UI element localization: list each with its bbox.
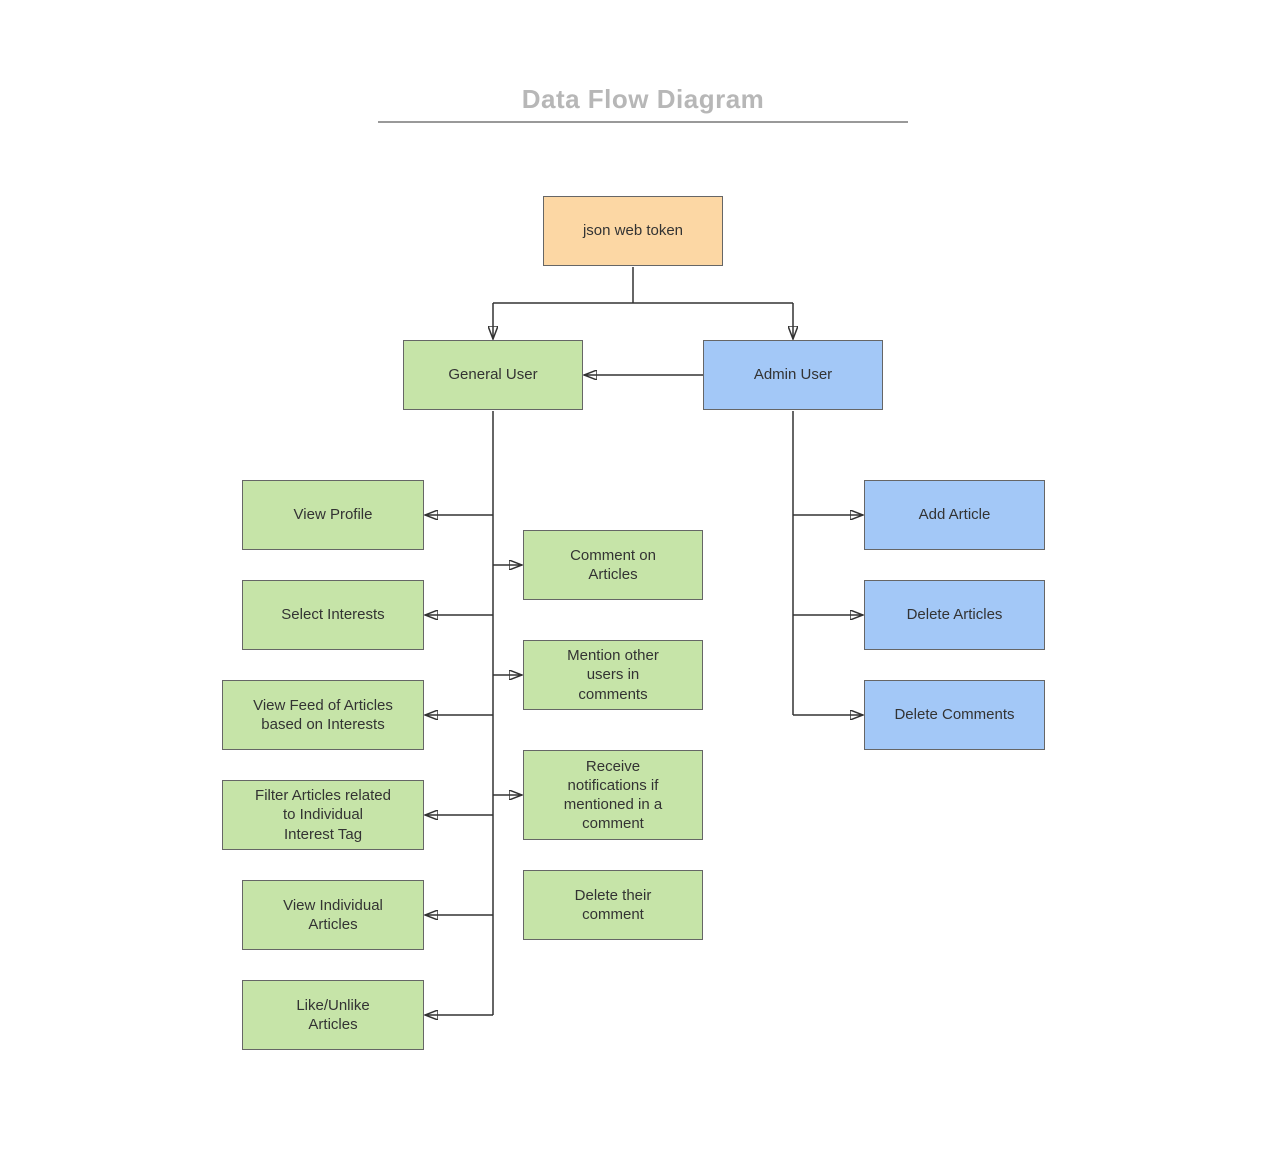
node-receive-notifications: Receive notifications if mentioned in a … xyxy=(523,750,703,840)
node-json-web-token: json web token xyxy=(543,196,723,266)
node-select-interests: Select Interests xyxy=(242,580,424,650)
title-underline xyxy=(378,121,908,123)
node-comment-articles: Comment on Articles xyxy=(523,530,703,600)
page-title: Data Flow Diagram xyxy=(521,84,765,114)
node-view-profile: View Profile xyxy=(242,480,424,550)
node-delete-articles: Delete Articles xyxy=(864,580,1045,650)
node-view-feed: View Feed of Articles based on Interests xyxy=(222,680,424,750)
node-general-user: General User xyxy=(403,340,583,410)
node-add-article: Add Article xyxy=(864,480,1045,550)
node-view-individual: View Individual Articles xyxy=(242,880,424,950)
node-delete-comments: Delete Comments xyxy=(864,680,1045,750)
node-delete-their-comment: Delete their comment xyxy=(523,870,703,940)
node-mention-users: Mention other users in comments xyxy=(523,640,703,710)
node-like-unlike: Like/Unlike Articles xyxy=(242,980,424,1050)
node-admin-user: Admin User xyxy=(703,340,883,410)
node-filter-articles: Filter Articles related to Individual In… xyxy=(222,780,424,850)
